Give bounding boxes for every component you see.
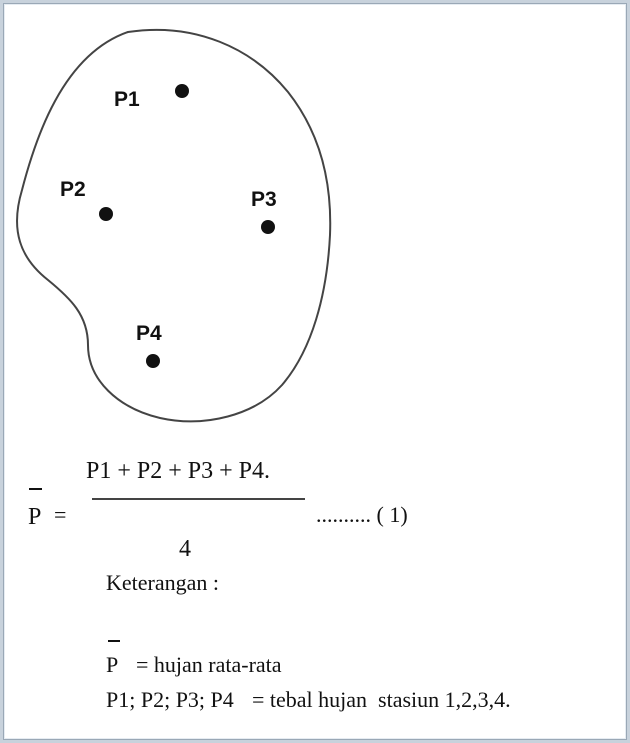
formula-lhs: P: [28, 504, 41, 530]
legend-heading: Keterangan :: [106, 570, 219, 595]
station-point-p1: [175, 84, 189, 98]
legend-text-stations: = tebal hujan stasiun 1,2,3,4.: [252, 687, 511, 712]
legend-symbol-mean: P: [106, 652, 118, 677]
station-label-p4: P4: [136, 322, 162, 345]
equation-reference: .......... ( 1): [316, 502, 408, 527]
catchment-boundary: [16, 28, 332, 423]
legend-symbol-stations: P1; P2; P3; P4: [106, 687, 234, 712]
formula-equals: =: [54, 502, 66, 527]
station-label-p2: P2: [60, 178, 86, 201]
legend-text-mean: = hujan rata-rata: [136, 652, 282, 677]
station-label-p1: P1: [114, 88, 140, 111]
station-point-p4: [146, 354, 160, 368]
station-label-p3: P3: [251, 188, 277, 211]
formula-numerator: P1 + P2 + P3 + P4.: [86, 458, 270, 484]
formula-denominator: 4: [179, 536, 191, 562]
station-point-p3: [261, 220, 275, 234]
station-point-p2: [99, 207, 113, 221]
